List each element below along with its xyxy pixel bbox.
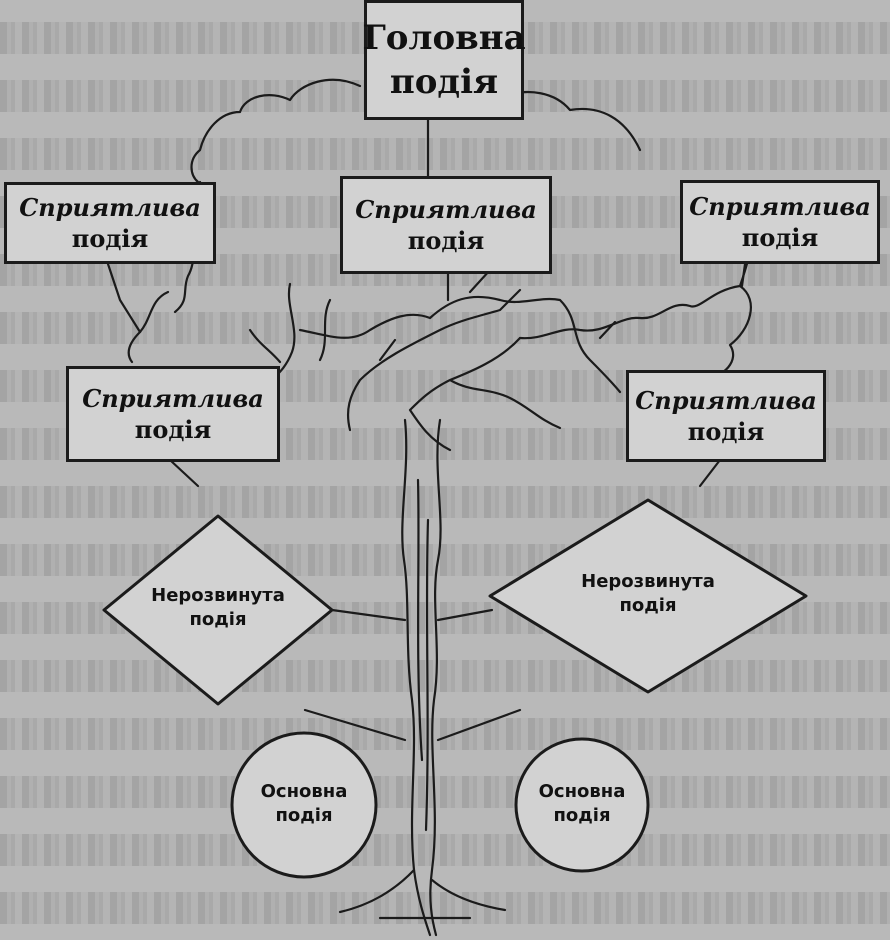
connector-favorable-lower-left <box>168 458 200 488</box>
top-event-line1: Головна <box>362 17 526 58</box>
connector-undeveloped-left <box>330 608 407 622</box>
favorable-event-box-lower-left: Сприятлива подія <box>66 366 280 462</box>
undeveloped-event-text: Нерозвинута <box>151 585 285 606</box>
undeveloped-event-left-label: Нерозвинута подія <box>128 584 308 633</box>
connector-favorable-left <box>106 262 142 334</box>
basic-event-left-label: Основна подія <box>234 780 374 829</box>
connector-favorable-right <box>740 262 747 288</box>
favorable-event-label: Сприятлива <box>635 385 817 415</box>
tree-canopy-line-right <box>518 284 742 340</box>
tree-branches <box>248 268 622 452</box>
basic-event-text: Основна <box>260 781 348 802</box>
favorable-event-box-right: Сприятлива подія <box>680 180 880 264</box>
favorable-event-label: подія <box>71 224 149 253</box>
favorable-event-label: Сприятлива <box>689 191 871 221</box>
basic-event-right-shape <box>514 737 650 873</box>
undeveloped-event-left-shape <box>102 514 334 706</box>
top-event-line2: подія <box>389 62 499 102</box>
connector-favorable-lower-right <box>698 458 722 488</box>
undeveloped-event-right-label: Нерозвинута подія <box>558 570 738 619</box>
favorable-event-label: подія <box>687 417 765 446</box>
tree-trunk <box>401 418 442 937</box>
undeveloped-event-text: подія <box>619 595 677 617</box>
undeveloped-event-text: Нерозвинута <box>581 571 715 592</box>
favorable-event-label: подія <box>741 223 819 252</box>
basic-event-text: подія <box>553 805 611 827</box>
favorable-event-box-middle: Сприятлива подія <box>340 176 552 274</box>
undeveloped-event-right-shape <box>488 498 808 694</box>
basic-event-text: Основна <box>538 781 626 802</box>
top-event-box: Головна подія <box>362 0 526 120</box>
connector-basic-right <box>436 708 522 742</box>
undeveloped-event-text: подія <box>189 609 247 631</box>
favorable-event-label: Сприятлива <box>82 383 264 413</box>
favorable-event-box-left: Сприятлива подія <box>4 182 216 264</box>
basic-event-right-label: Основна подія <box>512 780 652 829</box>
connector-basic-left <box>303 708 407 742</box>
favorable-event-box-lower-right: Сприятлива подія <box>626 370 826 462</box>
tree-canopy-outline <box>127 73 753 384</box>
favorable-event-label: подія <box>407 226 485 255</box>
favorable-event-label: подія <box>134 415 212 444</box>
basic-event-text: подія <box>275 805 333 827</box>
connector-undeveloped-right <box>436 608 494 622</box>
favorable-event-label: Сприятлива <box>355 194 537 224</box>
tree-roots <box>338 868 507 920</box>
basic-event-left-shape <box>230 731 378 879</box>
favorable-event-label: Сприятлива <box>19 192 201 222</box>
